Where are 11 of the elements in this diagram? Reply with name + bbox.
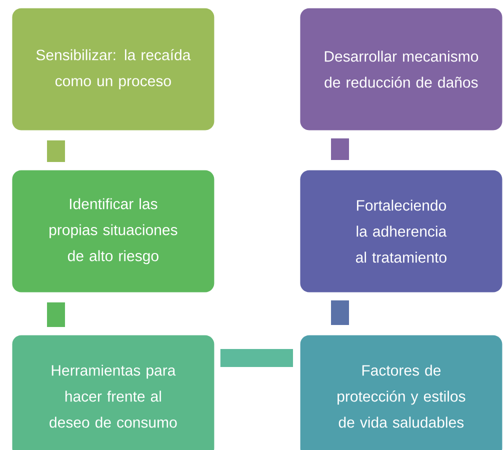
process-box: Sensibilizar: la recaída como un proceso — [12, 8, 214, 130]
process-box: Factores de protección y estilos de vida saludables — [300, 335, 502, 450]
process-box: Desarrollar mecanismo de reducción de daños — [300, 8, 502, 130]
process-box: Herramientas para hacer frente al deseo de consumo — [12, 335, 214, 450]
connector-bar — [331, 300, 349, 325]
process-box: Fortaleciendo la adherencia al tratamiento — [300, 170, 502, 292]
connector-bar — [220, 349, 293, 367]
connector-bar — [331, 138, 349, 160]
process-box: Identificar las propias situaciones de alto riesgo — [12, 170, 214, 292]
connector-bar — [47, 302, 65, 327]
connector-bar — [47, 140, 65, 162]
